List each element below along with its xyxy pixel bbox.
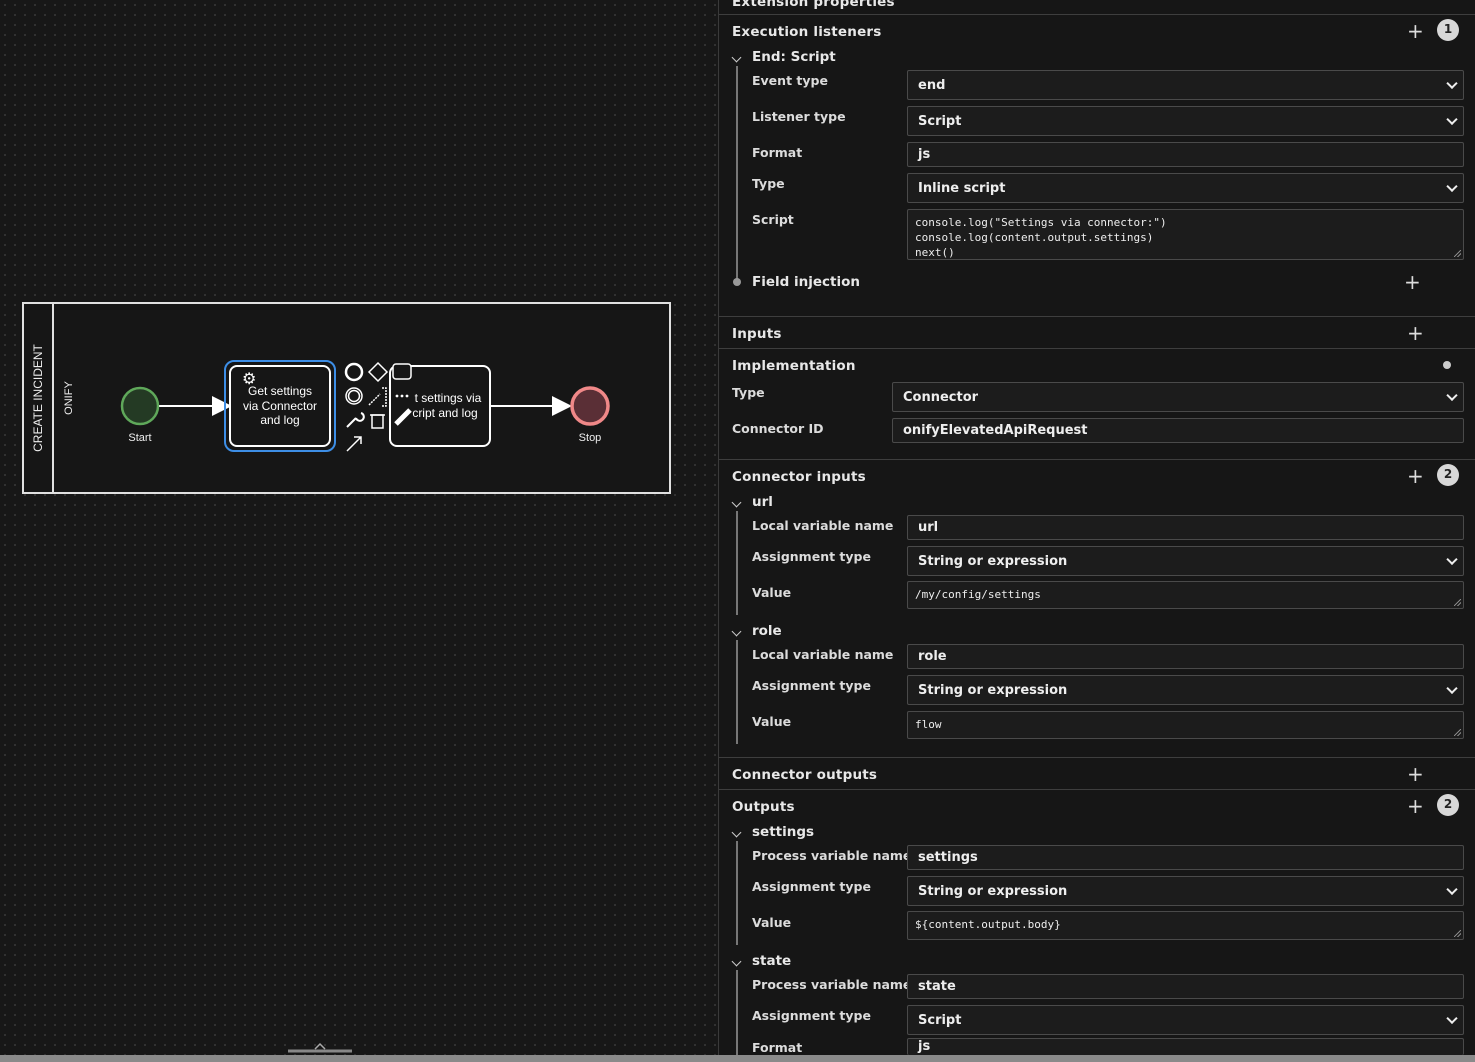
format-input[interactable]: js bbox=[907, 142, 1464, 167]
local-variable-label: Local variable name bbox=[752, 518, 894, 533]
local-variable-input[interactable]: role bbox=[907, 644, 1464, 669]
lane-label: ONIFY bbox=[63, 381, 75, 415]
service-task[interactable] bbox=[229, 365, 331, 447]
append-task-icon[interactable] bbox=[392, 363, 412, 380]
add-connector-input-button[interactable]: + bbox=[1407, 464, 1424, 488]
value-textarea[interactable]: ${content.output.body} bbox=[907, 911, 1464, 940]
bpmn-canvas[interactable]: CREATE INCIDENT ONIFY Start ⚙ Get settin… bbox=[0, 0, 718, 1055]
bottom-bar bbox=[0, 1055, 1475, 1062]
event-type-label: Event type bbox=[752, 73, 828, 88]
connect-arrow-icon[interactable] bbox=[346, 436, 362, 452]
connector-inputs-count-badge: 2 bbox=[1437, 464, 1459, 486]
connector-input-item[interactable]: url bbox=[752, 494, 773, 510]
script-task[interactable] bbox=[389, 365, 491, 447]
format-label: Format bbox=[752, 1040, 803, 1055]
group-extension-properties[interactable]: Extension properties bbox=[732, 0, 895, 10]
group-connector-outputs[interactable]: Connector outputs bbox=[732, 767, 878, 783]
value-label: Value bbox=[752, 585, 792, 600]
pool-header bbox=[24, 304, 54, 492]
append-intermediate-event-icon[interactable] bbox=[345, 387, 363, 405]
task-label-line: cript and log bbox=[412, 406, 477, 420]
end-label: Stop bbox=[579, 432, 602, 444]
process-variable-input[interactable]: state bbox=[907, 974, 1464, 999]
start-label: Start bbox=[128, 432, 151, 444]
output-item[interactable]: settings bbox=[752, 824, 815, 840]
connector-input-item[interactable]: role bbox=[752, 623, 782, 639]
task-label-line: t settings via bbox=[415, 391, 482, 405]
event-type-select[interactable]: end bbox=[907, 70, 1464, 100]
start-event[interactable] bbox=[120, 386, 160, 426]
listener-type-select[interactable]: Script bbox=[907, 106, 1464, 136]
add-input-button[interactable]: + bbox=[1407, 321, 1424, 345]
connector-id-label: Connector ID bbox=[732, 421, 824, 436]
value-textarea[interactable]: /my/config/settings bbox=[907, 581, 1464, 609]
group-outputs[interactable]: Outputs bbox=[732, 799, 795, 815]
add-listener-button[interactable]: + bbox=[1407, 19, 1424, 43]
type-label: Type bbox=[752, 176, 785, 191]
connector-id-input[interactable]: onifyElevatedApiRequest bbox=[892, 418, 1464, 443]
text-annotation-icon[interactable] bbox=[368, 387, 387, 407]
group-implementation[interactable]: Implementation bbox=[732, 358, 856, 374]
trash-icon[interactable] bbox=[371, 414, 384, 429]
assignment-type-label: Assignment type bbox=[752, 678, 871, 693]
assignment-type-label: Assignment type bbox=[752, 1008, 871, 1023]
add-connector-output-button[interactable]: + bbox=[1407, 762, 1424, 786]
format-label: Format bbox=[752, 145, 803, 160]
append-end-event-icon[interactable] bbox=[344, 362, 364, 382]
add-output-button[interactable]: + bbox=[1407, 794, 1424, 818]
listener-type-label: Listener type bbox=[752, 109, 846, 124]
local-variable-input[interactable]: url bbox=[907, 515, 1464, 540]
script-label: Script bbox=[752, 212, 794, 227]
process-variable-label: Process variable name bbox=[752, 848, 912, 863]
gear-icon: ⚙ bbox=[242, 371, 256, 388]
wrench-icon[interactable] bbox=[346, 412, 365, 428]
listener-count-badge: 1 bbox=[1437, 19, 1459, 41]
append-gateway-icon[interactable] bbox=[367, 361, 389, 383]
local-variable-label: Local variable name bbox=[752, 647, 894, 662]
assignment-type-select[interactable]: Script bbox=[907, 1005, 1464, 1035]
group-execution-listeners[interactable]: Execution listeners bbox=[732, 24, 882, 40]
script-type-select[interactable]: Inline script bbox=[907, 173, 1464, 203]
group-inputs[interactable]: Inputs bbox=[732, 326, 782, 342]
assignment-type-select[interactable]: String or expression bbox=[907, 675, 1464, 705]
assignment-type-label: Assignment type bbox=[752, 549, 871, 564]
script-textarea[interactable]: console.log("Settings via connector:") c… bbox=[907, 209, 1464, 260]
value-label: Value bbox=[752, 915, 792, 930]
task-label-line: Get settings bbox=[248, 384, 312, 398]
add-field-injection-button[interactable]: + bbox=[1404, 270, 1421, 294]
assignment-type-select[interactable]: String or expression bbox=[907, 876, 1464, 906]
impl-type-label: Type bbox=[732, 385, 765, 400]
process-variable-input[interactable]: settings bbox=[907, 845, 1464, 870]
end-event[interactable] bbox=[570, 386, 610, 426]
task-label-line: via Connector bbox=[243, 399, 317, 413]
data-marker-dot bbox=[1443, 361, 1451, 369]
group-connector-inputs[interactable]: Connector inputs bbox=[732, 469, 866, 485]
diagram-svg: CREATE INCIDENT ONIFY Start ⚙ Get settin… bbox=[31, 343, 610, 1053]
more-icon[interactable] bbox=[395, 394, 399, 398]
field-injection-title: Field injection bbox=[752, 274, 860, 290]
chevron-down-icon[interactable] bbox=[731, 52, 742, 63]
impl-type-select[interactable]: Connector bbox=[892, 382, 1464, 412]
listener-item-title[interactable]: End: Script bbox=[752, 49, 836, 65]
selection-outline bbox=[224, 360, 336, 452]
paintbrush-icon[interactable] bbox=[394, 408, 412, 426]
properties-panel: Extension properties Execution listeners… bbox=[718, 0, 1475, 1055]
pool-label: CREATE INCIDENT bbox=[31, 343, 45, 451]
context-pad[interactable] bbox=[344, 361, 412, 452]
value-label: Value bbox=[752, 714, 792, 729]
assignment-type-select[interactable]: String or expression bbox=[907, 546, 1464, 576]
outputs-count-badge: 2 bbox=[1437, 794, 1459, 816]
assignment-type-label: Assignment type bbox=[752, 879, 871, 894]
output-item[interactable]: state bbox=[752, 953, 792, 969]
process-variable-label: Process variable name bbox=[752, 977, 912, 992]
format-input[interactable]: js bbox=[907, 1038, 1464, 1055]
task-label-line: and log bbox=[260, 413, 299, 427]
value-textarea[interactable]: flow bbox=[907, 711, 1464, 739]
